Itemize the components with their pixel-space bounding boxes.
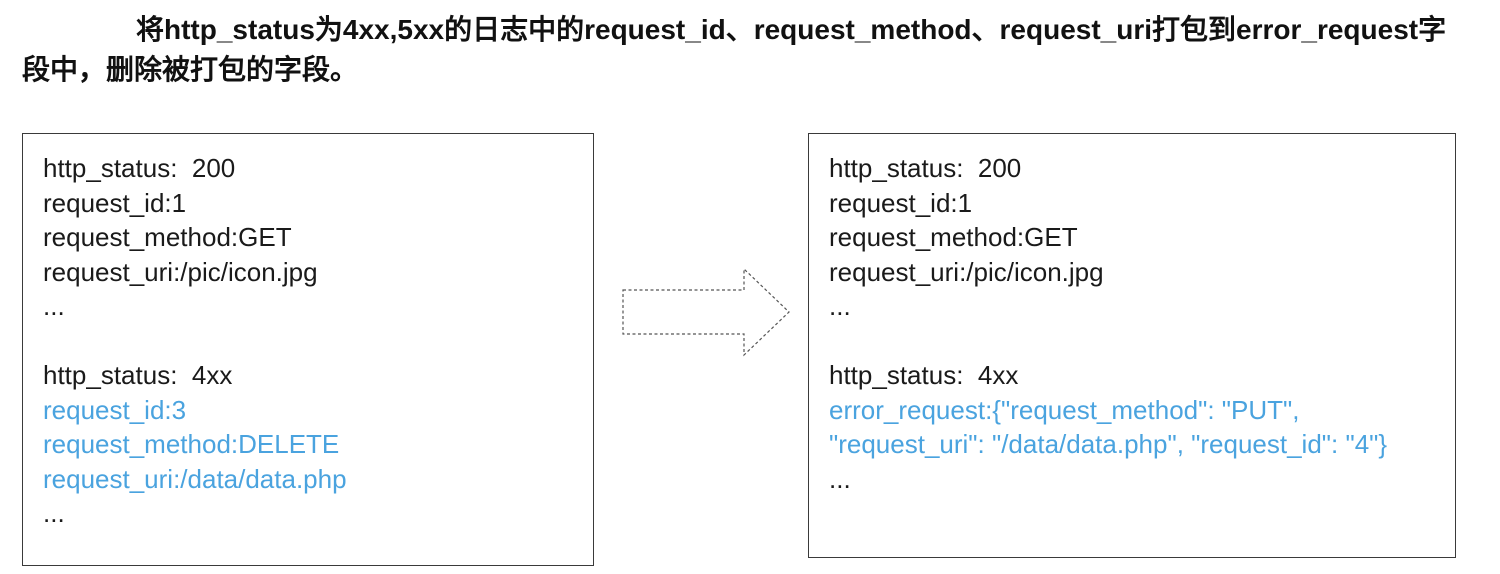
log-line: http_status: 4xx bbox=[43, 360, 233, 390]
log-line: request_id:1 bbox=[43, 187, 187, 218]
error-request-line: error_request:{"request_method": "PUT", … bbox=[829, 394, 1388, 460]
page-title: 将http_status为4xx,5xx的日志中的request_id、requ… bbox=[22, 14, 1447, 85]
log-line: request_method:GET bbox=[43, 222, 292, 252]
log-line: ... bbox=[829, 291, 851, 321]
log-line: ... bbox=[43, 498, 65, 528]
highlighted-log-line: request_uri:/data/data.php bbox=[43, 463, 347, 494]
highlighted-log-line: request_method:DELETE bbox=[43, 429, 340, 459]
original-log-lines: http_status: 200 request_id:1 request_me… bbox=[43, 151, 577, 531]
log-line: http_status: 200 bbox=[829, 153, 1022, 183]
blank-line bbox=[43, 324, 577, 359]
highlighted-log-line: request_id:3 bbox=[43, 394, 187, 425]
log-line: ... bbox=[829, 463, 851, 494]
processed-log-box: http_status: 200 request_id:1 request_me… bbox=[808, 133, 1456, 558]
log-line: request_method:GET bbox=[829, 222, 1078, 252]
log-line: http_status: 4xx bbox=[829, 360, 1019, 390]
log-line: http_status: 200 bbox=[43, 153, 236, 183]
log-line: ... bbox=[43, 291, 65, 321]
original-log-box: http_status: 200 request_id:1 request_me… bbox=[22, 133, 594, 566]
dashed-right-arrow-icon bbox=[622, 267, 790, 357]
log-line: request_uri:/pic/icon.jpg bbox=[829, 256, 1104, 287]
blank-line bbox=[829, 324, 1439, 359]
log-line: request_id:1 bbox=[829, 187, 973, 218]
processed-log-lines: http_status: 200 request_id:1 request_me… bbox=[829, 151, 1439, 496]
log-line: request_uri:/pic/icon.jpg bbox=[43, 256, 318, 287]
